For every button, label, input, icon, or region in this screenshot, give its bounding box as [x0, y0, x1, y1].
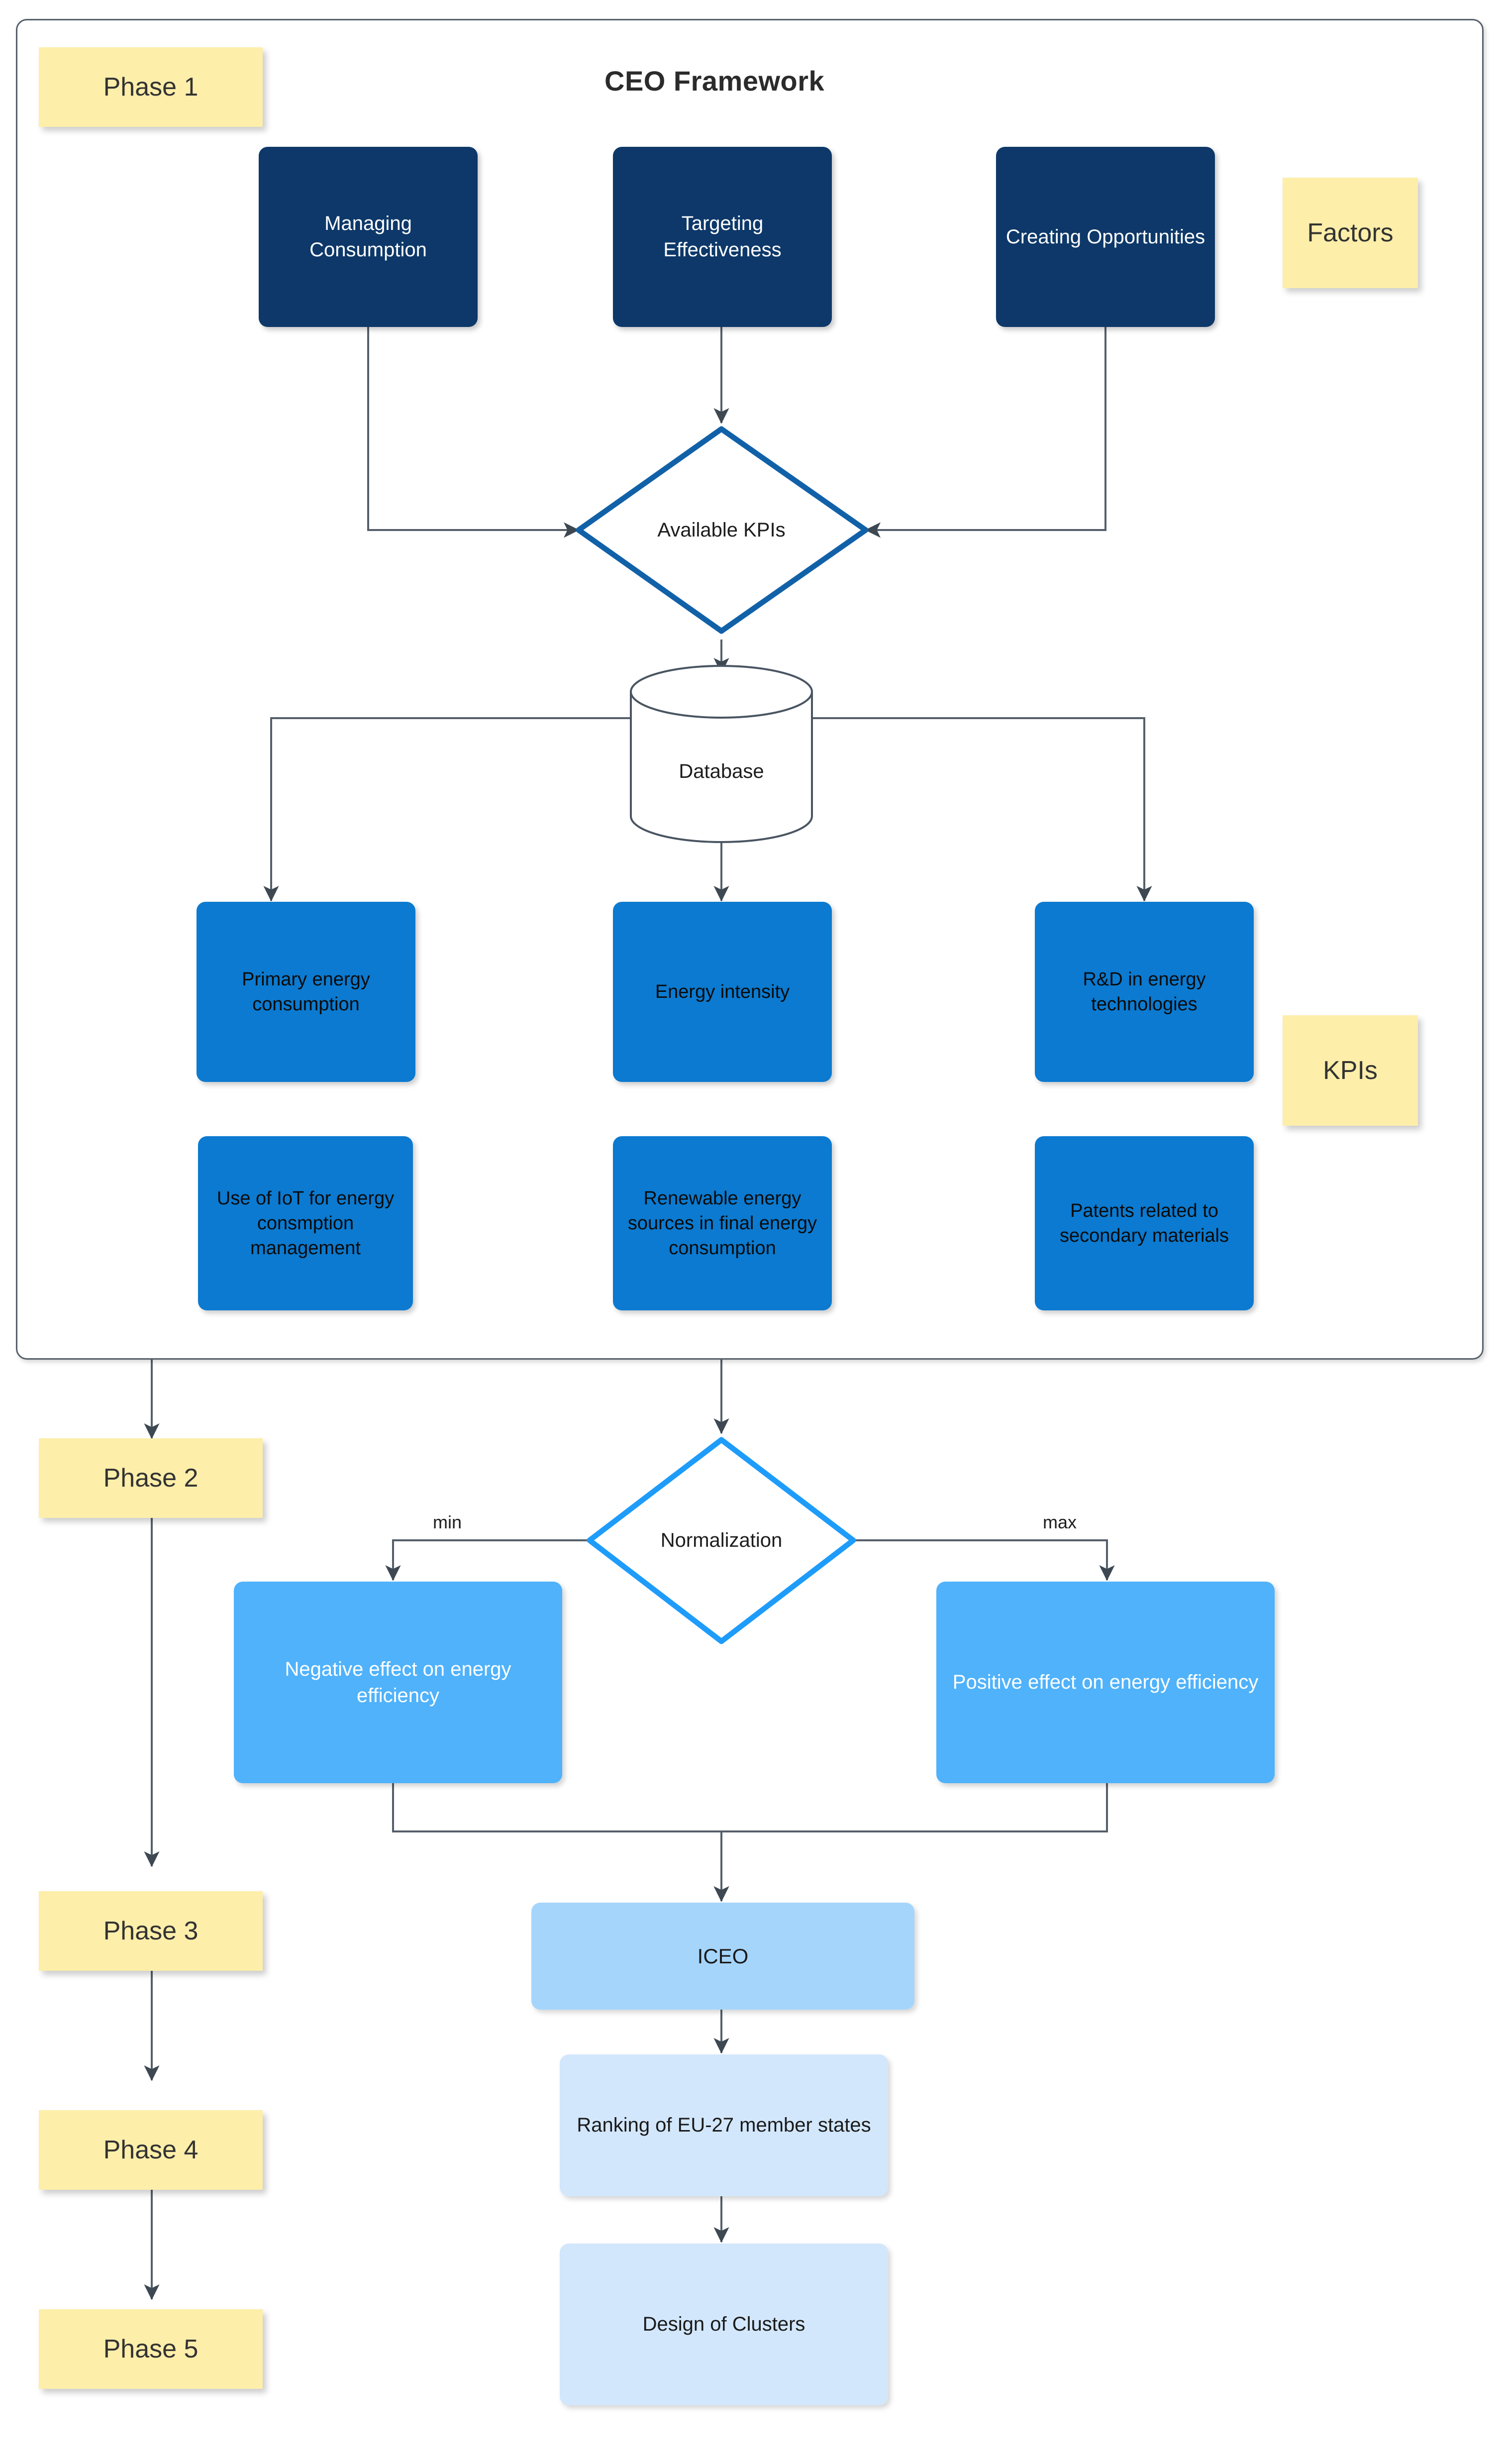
decision-available-kpis-label: Available KPIs — [657, 519, 786, 541]
wire-negative-to-iceo — [392, 1783, 729, 1902]
factor-targeting-effectiveness[interactable]: Targeting Effectiveness — [613, 147, 832, 327]
kpi-energy-intensity[interactable]: Energy intensity — [613, 902, 832, 1082]
phase-label-3: Phase 3 — [39, 1891, 263, 1971]
legend-kpis: KPIs — [1283, 1015, 1418, 1126]
edge-label-min: min — [429, 1512, 466, 1533]
kpi-renewable-energy-sources[interactable]: Renewable energy sources in final energy… — [613, 1136, 832, 1310]
decision-normalization-label: Normalization — [660, 1529, 783, 1551]
phase-label-4: Phase 4 — [39, 2110, 263, 2190]
wire-normalization-max — [853, 1539, 1115, 1581]
effect-negative[interactable]: Negative effect on energy efficiency — [234, 1582, 562, 1783]
output-ranking[interactable]: Ranking of EU-27 member states — [560, 2054, 888, 2196]
datastore-database-label: Database — [679, 760, 764, 782]
phase-label-2: Phase 2 — [39, 1438, 263, 1518]
wire-normalization-min — [385, 1539, 590, 1581]
output-iceo[interactable]: ICEO — [531, 1903, 914, 2010]
wire-positive-to-iceo — [713, 1783, 1108, 1902]
phase-label-1: Phase 1 — [39, 47, 263, 127]
phase-1-group-container — [16, 19, 1484, 1360]
kpi-use-of-iot[interactable]: Use of IoT for energy consmption managem… — [198, 1136, 413, 1310]
kpi-primary-energy-consumption[interactable]: Primary energy consumption — [197, 902, 415, 1082]
kpi-patents-secondary-materials[interactable]: Patents related to secondary materials — [1035, 1136, 1254, 1310]
phase-label-5: Phase 5 — [39, 2309, 263, 2389]
factor-managing-consumption[interactable]: Managing Consumption — [259, 147, 478, 327]
kpi-rd-energy-technologies[interactable]: R&D in energy technologies — [1035, 902, 1254, 1082]
page-title: CEO Framework — [604, 65, 825, 97]
effect-positive[interactable]: Positive effect on energy efficiency — [936, 1582, 1275, 1783]
edge-label-max: max — [1039, 1512, 1081, 1533]
legend-factors: Factors — [1283, 178, 1418, 288]
factor-creating-opportunities[interactable]: Creating Opportunities — [996, 147, 1215, 327]
output-clusters[interactable]: Design of Clusters — [560, 2244, 888, 2405]
